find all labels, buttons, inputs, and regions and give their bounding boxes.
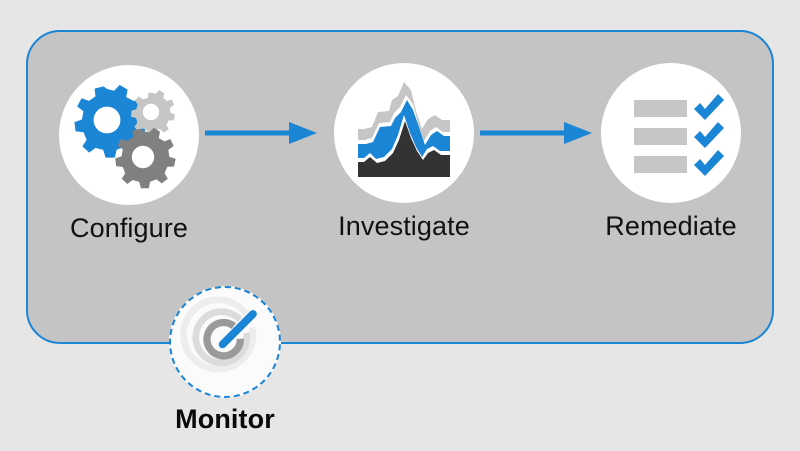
configure-icon-circle — [59, 65, 199, 205]
arrow-investigate-to-remediate — [480, 118, 592, 148]
configure-label: Configure — [70, 213, 188, 243]
arrow-configure-to-investigate — [205, 118, 317, 148]
gears-icon — [74, 84, 176, 189]
area-chart-icon — [358, 82, 450, 177]
remediate-icon-circle — [601, 63, 741, 203]
investigate-label: Investigate — [338, 211, 470, 241]
radar-gauge-icon — [180, 296, 257, 373]
node-monitor[interactable]: Monitor — [145, 286, 305, 435]
investigate-icon-circle — [334, 63, 474, 203]
monitor-icon-circle — [169, 286, 281, 398]
node-remediate[interactable]: Remediate — [572, 63, 770, 242]
checklist-icon — [634, 94, 724, 176]
arrow-right-icon — [480, 122, 592, 144]
node-investigate[interactable]: Investigate — [305, 63, 503, 242]
monitor-label: Monitor — [175, 404, 275, 434]
remediate-label: Remediate — [605, 211, 737, 241]
node-configure[interactable]: Configure — [30, 65, 228, 244]
arrow-right-icon — [205, 122, 317, 144]
